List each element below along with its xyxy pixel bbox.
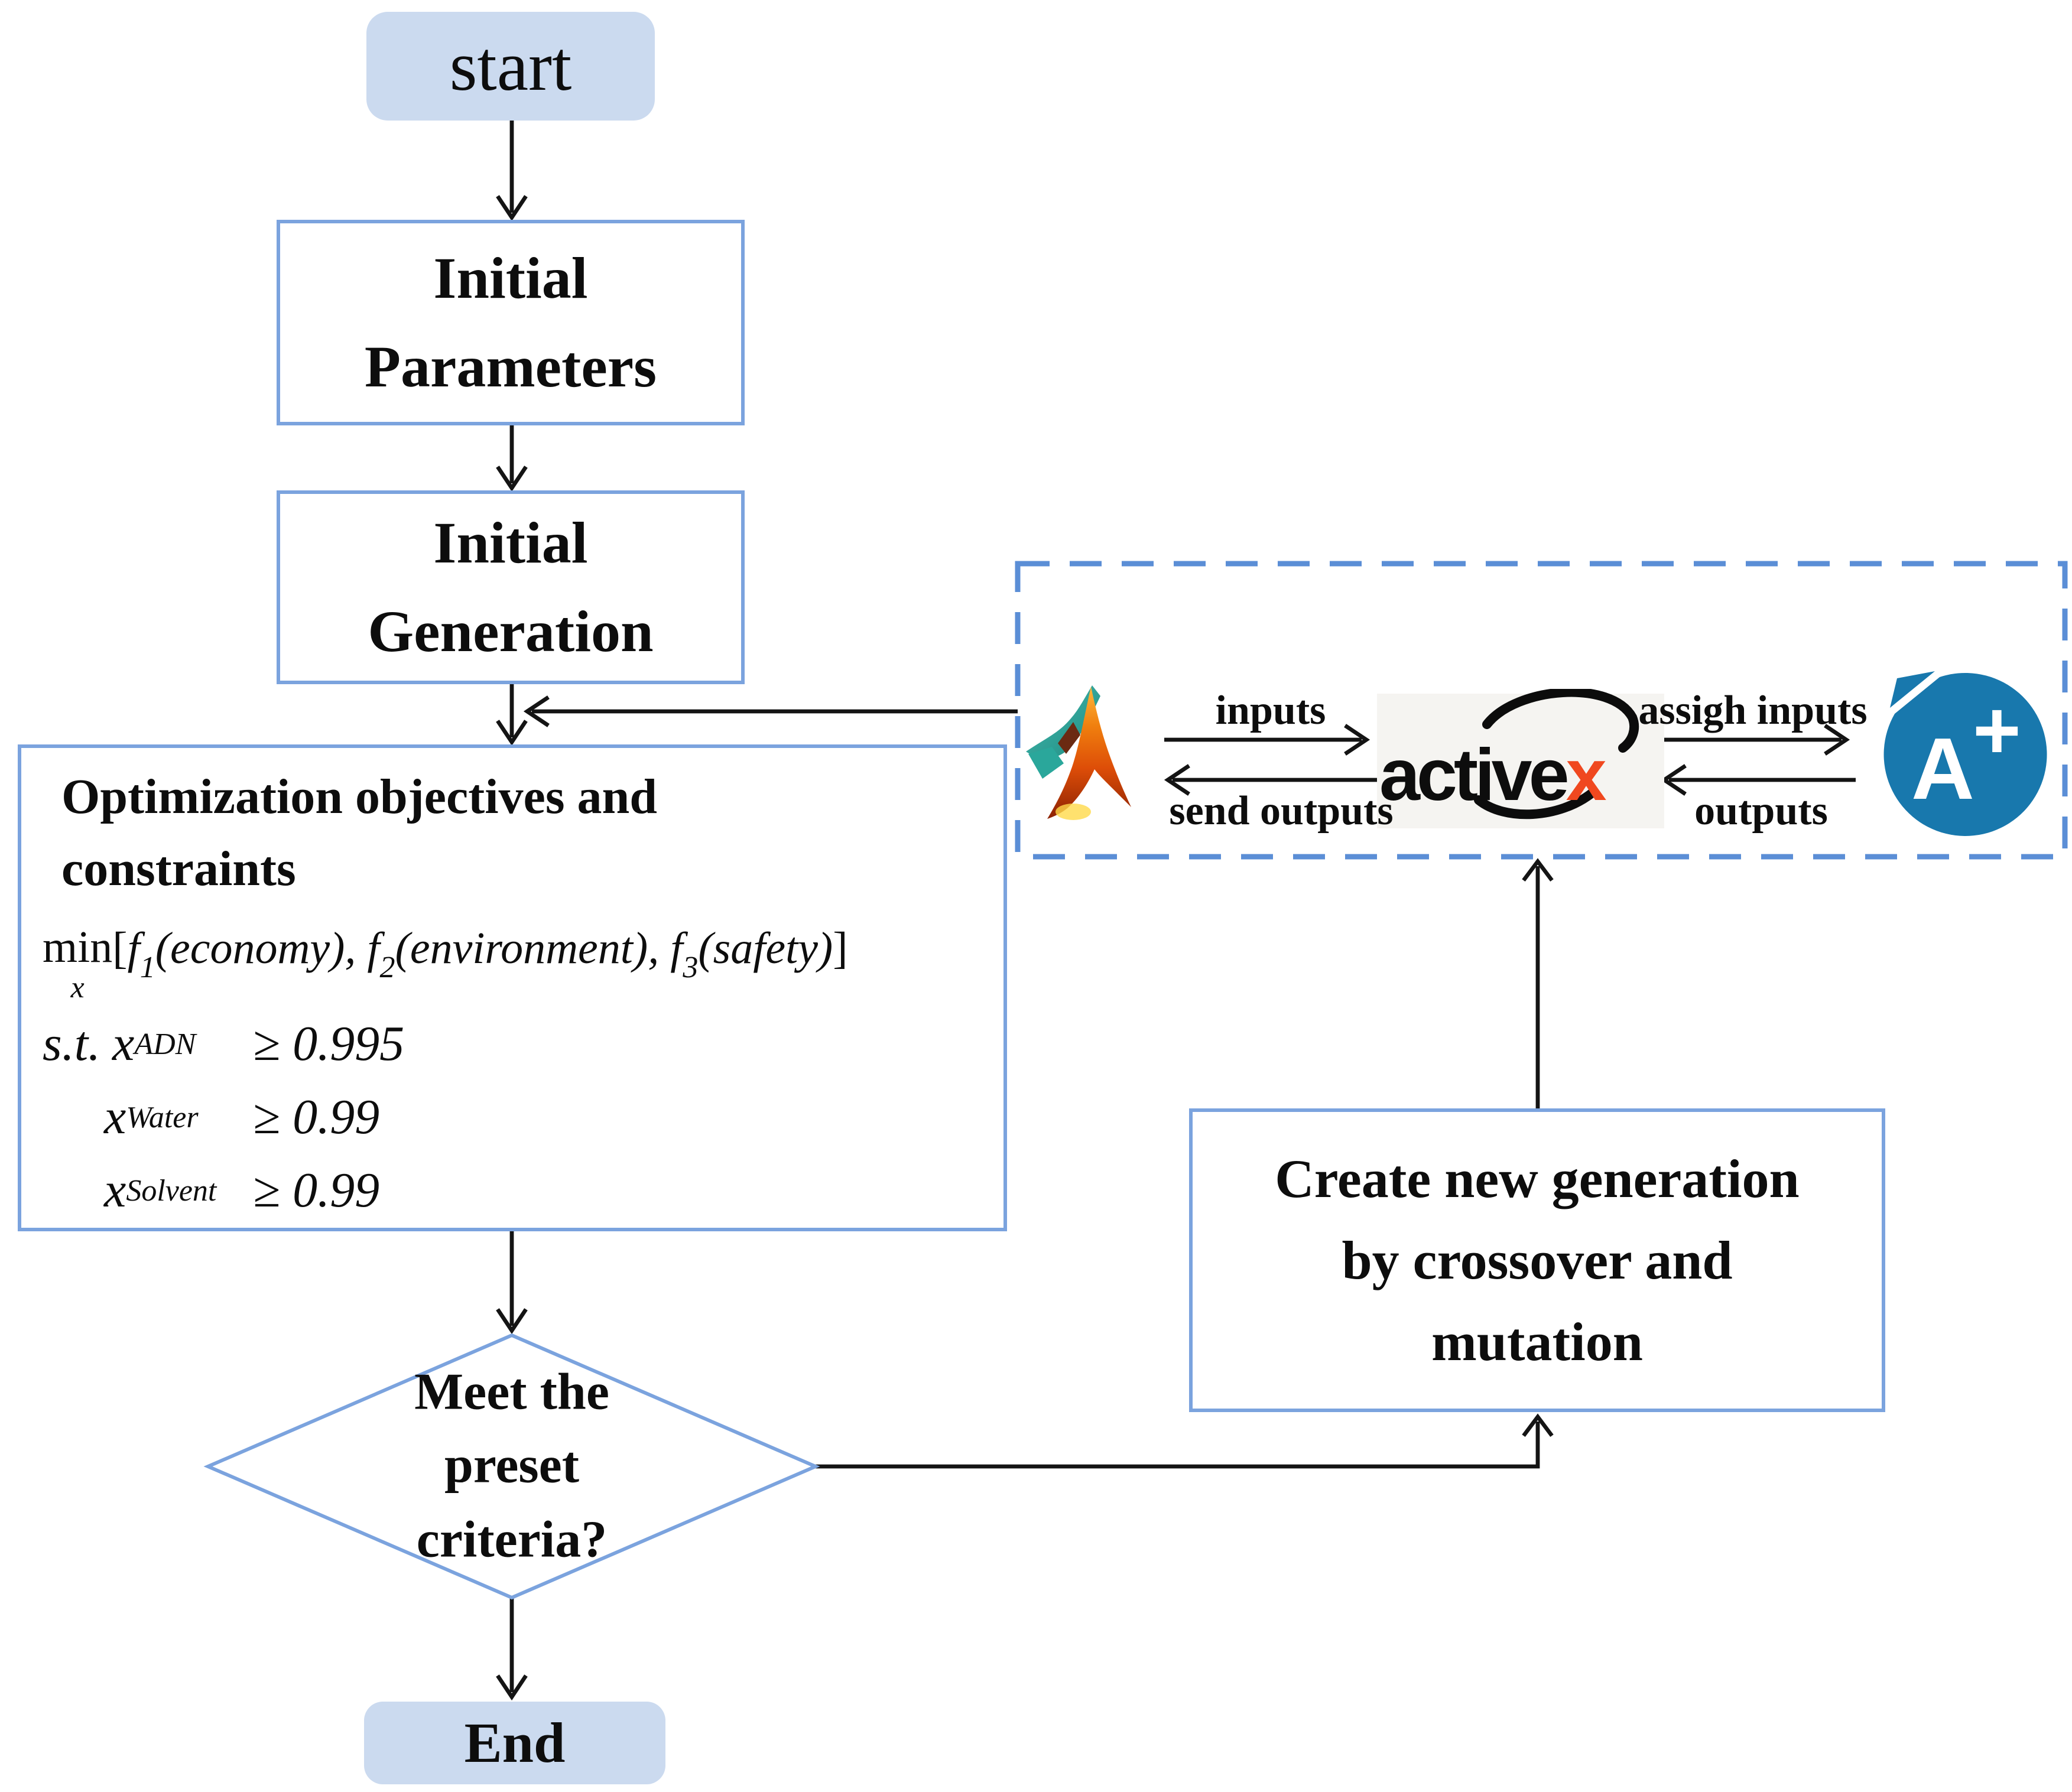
decision-diamond [203, 1333, 820, 1600]
optimization-title-line2: constraints [61, 842, 296, 897]
decision-line1: Meet the [414, 1362, 609, 1421]
min-operator: min x [43, 922, 113, 1004]
initial-parameters-node: Initial Parameters [277, 220, 745, 425]
aspen-plus-logo-icon: A + [1883, 671, 2047, 836]
arrow-decision-to-end [496, 1598, 528, 1701]
arrow-generation-to-optimization [496, 684, 528, 746]
arrow-integration-to-junction [523, 695, 1018, 727]
start-node: start [366, 12, 655, 121]
arrow-optimization-to-decision [496, 1231, 528, 1335]
svg-text:+: + [1973, 684, 2021, 776]
initial-parameters-line2: Parameters [364, 333, 657, 399]
optimization-title-line1: Optimization objectives and [61, 770, 657, 825]
create-generation-line1: Create new generation [1275, 1149, 1800, 1209]
svg-text:activex: activex [1379, 734, 1607, 816]
integration-dashed-box [1015, 561, 2068, 860]
assign-inputs-label: assigh inputs [1638, 687, 1868, 733]
create-generation-node: Create new generation by crossover and m… [1189, 1108, 1885, 1412]
arrow-assign-inputs [1655, 724, 1850, 756]
arrow-parameters-to-generation [496, 425, 528, 492]
create-generation-line2: by crossover and [1342, 1230, 1733, 1290]
send-outputs-label: send outputs [1169, 788, 1394, 834]
decision-node-label: Meet the preset criteria? [414, 1356, 609, 1578]
optimization-node: Optimization objectives and constraints … [18, 744, 1007, 1231]
initial-generation-line2: Generation [368, 598, 654, 664]
arrow-create-to-integration [1522, 858, 1554, 1108]
objective-expression: [f1(economy), f2(environment), f3(safety… [112, 923, 848, 984]
start-label: start [449, 27, 572, 105]
matlab-logo-icon [1026, 685, 1131, 820]
connector-decision-to-create [816, 1413, 1554, 1469]
svg-text:A: A [1911, 720, 1974, 818]
activex-logo-icon: activex [1377, 689, 1664, 828]
decision-line2: preset [444, 1436, 580, 1495]
arrow-inputs [1164, 724, 1370, 756]
inputs-label: inputs [1215, 687, 1326, 733]
outputs-label: outputs [1694, 788, 1828, 834]
decision-line3: criteria? [416, 1510, 608, 1569]
initial-parameters-line1: Initial [433, 245, 588, 311]
create-generation-line3: mutation [1431, 1312, 1643, 1372]
initial-generation-node: Initial Generation [277, 490, 745, 684]
arrow-send-outputs [1164, 764, 1383, 796]
end-node: End [364, 1702, 665, 1784]
arrow-start-to-initial-parameters [496, 121, 528, 222]
objective-formula: min x [f1(economy), f2(environment), f3(… [43, 925, 848, 1003]
end-label: End [464, 1712, 566, 1774]
initial-generation-line1: Initial [433, 509, 588, 575]
optimization-title: Optimization objectives and constraints [43, 762, 657, 906]
